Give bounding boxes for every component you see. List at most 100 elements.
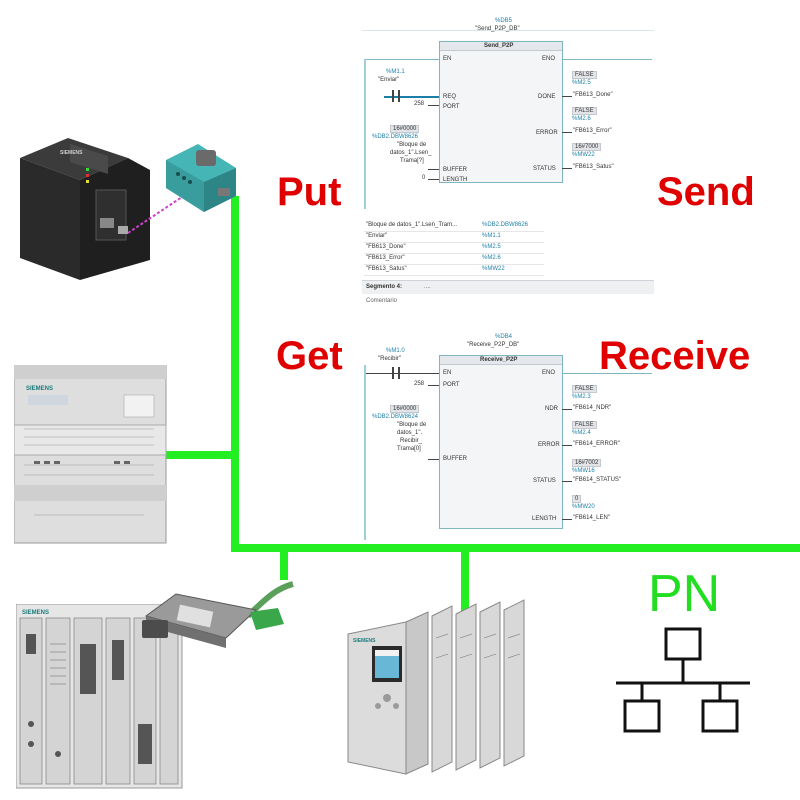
send-pin-buffer: BUFFER xyxy=(443,167,467,173)
receive-pin-buffer: BUFFER xyxy=(443,456,467,462)
tag-row: "FB613_Satus" %MW22 xyxy=(364,264,544,276)
send-done-name: "FB613_Done" xyxy=(573,92,613,98)
send-buffer-wire xyxy=(428,169,439,170)
comment-label: Comentario xyxy=(366,298,398,304)
bus-vertical-main xyxy=(231,196,239,551)
receive-length-name: "FB614_LEN" xyxy=(573,515,610,521)
send-buffer-addr: %DB2.DBW8626 xyxy=(372,134,419,140)
send-error-wire xyxy=(562,132,572,133)
segment-dots: .... xyxy=(424,284,431,290)
send-done-addr: %M2.5 xyxy=(572,80,591,86)
receive-en-name: "Recibir" xyxy=(378,356,401,362)
send-pin-eno: ENO xyxy=(542,56,556,62)
receive-port-val: 258 xyxy=(414,381,425,387)
s7-300-brand: SIEMENS xyxy=(60,150,83,156)
receive-pin-en: EN xyxy=(443,370,452,376)
tag-addr: %M2.6 xyxy=(482,255,501,261)
profibus-connector-image xyxy=(142,581,294,648)
send-pin-req: REQ xyxy=(443,94,457,100)
receive-status-wire xyxy=(562,481,572,482)
receive-ndr-state: FALSE xyxy=(572,385,597,393)
receive-error-name: "FB614_ERROR" xyxy=(573,441,620,447)
receive-contact-right xyxy=(398,367,400,379)
send-pin-done: DONE xyxy=(538,94,556,100)
receive-status-name: "FB614_STATUS" xyxy=(573,477,622,483)
s7-1200-brand: SIEMENS xyxy=(26,386,54,392)
receive-instance-id: %DB4 xyxy=(495,334,513,340)
receive-status-addr: %MW16 xyxy=(572,468,595,474)
get-label: Get xyxy=(276,334,343,378)
receive-block-name: Receive_P2P xyxy=(480,357,518,363)
segment-header[interactable]: Segmento 4: .... xyxy=(362,280,654,294)
receive-error-addr: %M2.4 xyxy=(572,430,591,436)
send-buffer-hex: 16#0000 xyxy=(390,125,420,133)
send-req-name: "Enviar" xyxy=(378,77,400,83)
receive-length-val: 0 xyxy=(572,495,582,503)
receive-buffer-addr: %DB2.DBW8624 xyxy=(372,414,419,420)
receive-ndr-addr: %M2.3 xyxy=(572,394,591,400)
send-instance-name: "Send_P2P_DB" xyxy=(475,26,520,32)
bus-horizontal-main xyxy=(231,544,800,552)
receive-power-rail xyxy=(364,365,366,540)
send-status-hex: 16#7000 xyxy=(572,143,602,151)
receive-en-wire xyxy=(366,373,439,374)
receive-buffer-name-4: Trama[0] xyxy=(397,446,421,452)
tag-addr: %M2.5 xyxy=(482,244,501,250)
bus-branch-s7-1200 xyxy=(165,451,237,459)
send-pin-status: STATUS xyxy=(533,166,556,172)
send-label: Send xyxy=(657,170,755,214)
send-en-wire xyxy=(366,59,439,60)
send-contact xyxy=(392,90,394,102)
receive-en-addr: %M1.0 xyxy=(386,348,405,354)
send-error-addr: %M2.6 xyxy=(572,116,591,122)
send-error-name: "FB613_Error" xyxy=(573,128,612,134)
pn-label: PN xyxy=(648,565,721,623)
send-port-wire xyxy=(428,105,439,106)
tag-name: "FB613_Error" xyxy=(366,255,405,261)
receive-buffer-name-2: datos_1". xyxy=(397,430,423,436)
receive-p2p-block[interactable]: Receive_P2P EN ENO PORT NDR ERROR BUFFER… xyxy=(439,355,563,529)
receive-p2p-network: %DB4 "Receive_P2P_DB" Receive_P2P EN ENO… xyxy=(362,334,654,540)
s7-1500-brand: SIEMENS xyxy=(353,638,376,644)
receive-pin-error: ERROR xyxy=(538,442,560,448)
tag-name: "FB613_Satus" xyxy=(366,266,407,272)
receive-buffer-name-1: "Bloque de xyxy=(397,422,427,428)
tag-name: "Enviar" xyxy=(366,233,388,239)
receive-buffer-wire xyxy=(428,459,439,460)
send-length-val: 0 xyxy=(422,175,426,181)
tag-table: "Bloque de datos_1".Lsen_Tram...%DB2.DBW… xyxy=(364,220,654,280)
receive-ndr-name: "FB614_NDR" xyxy=(573,405,612,411)
send-p2p-network: %DB5 "Send_P2P_DB" Send_P2P EN ENO REQ P… xyxy=(362,18,654,221)
receive-pin-ndr: NDR xyxy=(545,406,558,412)
receive-error-wire xyxy=(562,445,572,446)
send-port-val: 258 xyxy=(414,101,425,107)
send-p2p-block[interactable]: Send_P2P EN ENO REQ PORT DONE ERROR STAT… xyxy=(439,41,563,183)
put-label: Put xyxy=(277,170,342,214)
receive-length-wire xyxy=(562,519,572,520)
send-buffer-name-2: datos_1".Lsen_ xyxy=(390,150,432,156)
send-contact-right xyxy=(398,90,400,102)
bus-drop-s7-1500 xyxy=(461,544,469,620)
receive-pin-status: STATUS xyxy=(533,478,556,484)
receive-pin-port: PORT xyxy=(443,382,460,388)
send-status-wire xyxy=(562,168,572,169)
s7-300-cpu-image xyxy=(20,138,150,280)
send-length-wire xyxy=(428,179,439,180)
send-req-addr: %M1.1 xyxy=(386,69,405,75)
s7-1200-plc-image xyxy=(14,365,167,544)
tag-row: "FB613_Error" %M2.6 xyxy=(364,253,544,265)
send-block-name: Send_P2P xyxy=(484,43,514,49)
send-status-name: "FB613_Satus" xyxy=(573,164,614,170)
send-status-addr: %MW22 xyxy=(572,152,595,158)
send-pin-en: EN xyxy=(443,56,452,62)
tag-addr: %MW22 xyxy=(482,266,505,272)
receive-contact xyxy=(392,367,394,379)
receive-buffer-name-3: Recibir_ xyxy=(400,438,423,444)
tag-name: "FB613_Done" xyxy=(366,244,406,250)
network-topology-icon xyxy=(616,627,750,733)
s7-1500-plc-image xyxy=(347,599,525,775)
bus-drop-s7-400 xyxy=(280,544,288,580)
tag-row: "Bloque de datos_1".Lsen_Tram...%DB2.DBW… xyxy=(364,220,544,232)
send-pin-port: PORT xyxy=(443,104,460,110)
